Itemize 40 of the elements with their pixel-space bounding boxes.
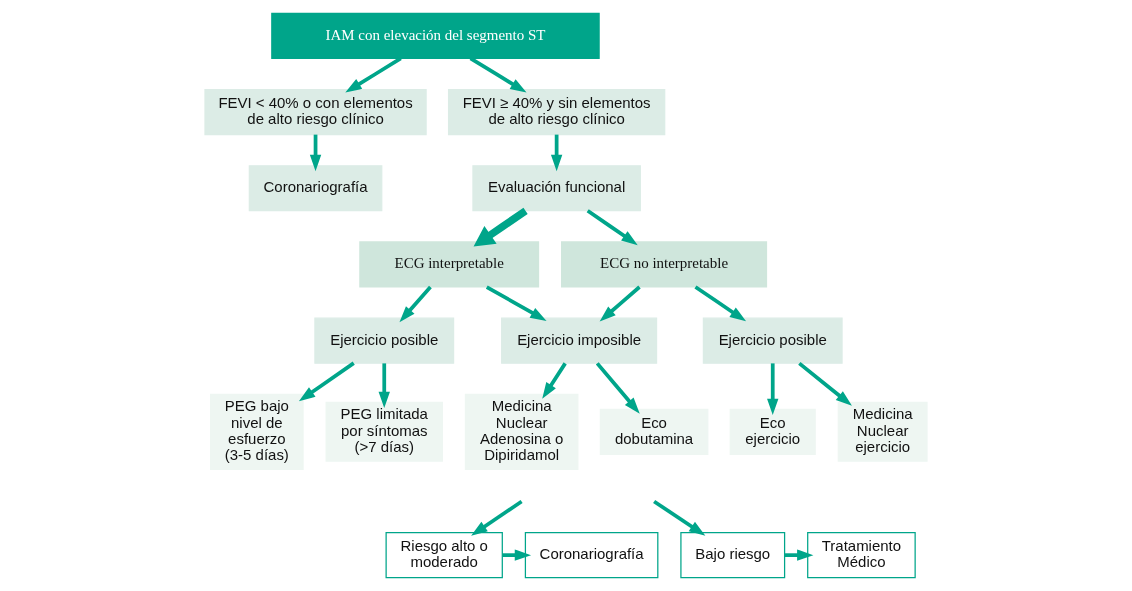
node-box: ECG no interpretable	[561, 241, 768, 288]
node-box: Medicina Nuclear ejercicio	[837, 401, 928, 462]
node-box: ECG interpretable	[359, 241, 540, 288]
arrow	[378, 363, 390, 408]
arrow	[345, 56, 402, 93]
arrow	[785, 549, 814, 561]
arrow	[595, 362, 640, 414]
node-box: PEG limitada por síntomas (>7 días)	[325, 401, 443, 462]
node-box: Ejercicio imposible	[501, 317, 658, 364]
arrow	[767, 363, 779, 415]
arrow	[599, 285, 641, 322]
node-box: Coronariografía	[248, 165, 383, 212]
arrow	[473, 207, 528, 247]
node-box: Evaluación funcional	[472, 165, 641, 212]
arrow	[485, 285, 547, 321]
node-box: Tratamiento Médico	[807, 532, 916, 579]
node-box: Ejercicio posible	[702, 317, 843, 364]
arrow	[469, 56, 527, 93]
node-box: Riesgo alto o moderado	[385, 532, 503, 579]
node-box: Medicina Nuclear Adenosina o Dipiridamol	[464, 393, 579, 470]
arrow	[694, 285, 747, 322]
arrow	[542, 362, 567, 399]
node-box: Eco dobutamina	[599, 408, 709, 455]
node-box: Coronariografía	[524, 532, 659, 579]
node-box: Ejercicio posible	[314, 317, 455, 364]
node-box: PEG bajo nivel de esfuerzo (3-5 días)	[210, 393, 304, 470]
arrow	[550, 134, 563, 172]
arrow	[309, 134, 322, 172]
arrow	[502, 549, 532, 561]
arrow	[653, 499, 706, 536]
node-box: FEVI ≥ 40% y sin elementos de alto riesgo clínico	[447, 88, 666, 136]
arrow	[298, 361, 355, 402]
node-box: IAM con elevación del segmento ST	[271, 12, 600, 59]
node-box: FEVI < 40% o con elementos de alto riesgo clínico	[204, 88, 427, 136]
arrow	[471, 499, 523, 536]
arrow	[798, 361, 852, 406]
arrow	[586, 209, 638, 246]
node-box: Eco ejercicio	[729, 408, 816, 455]
arrow	[399, 285, 432, 323]
node-box: Bajo riesgo	[680, 532, 786, 579]
